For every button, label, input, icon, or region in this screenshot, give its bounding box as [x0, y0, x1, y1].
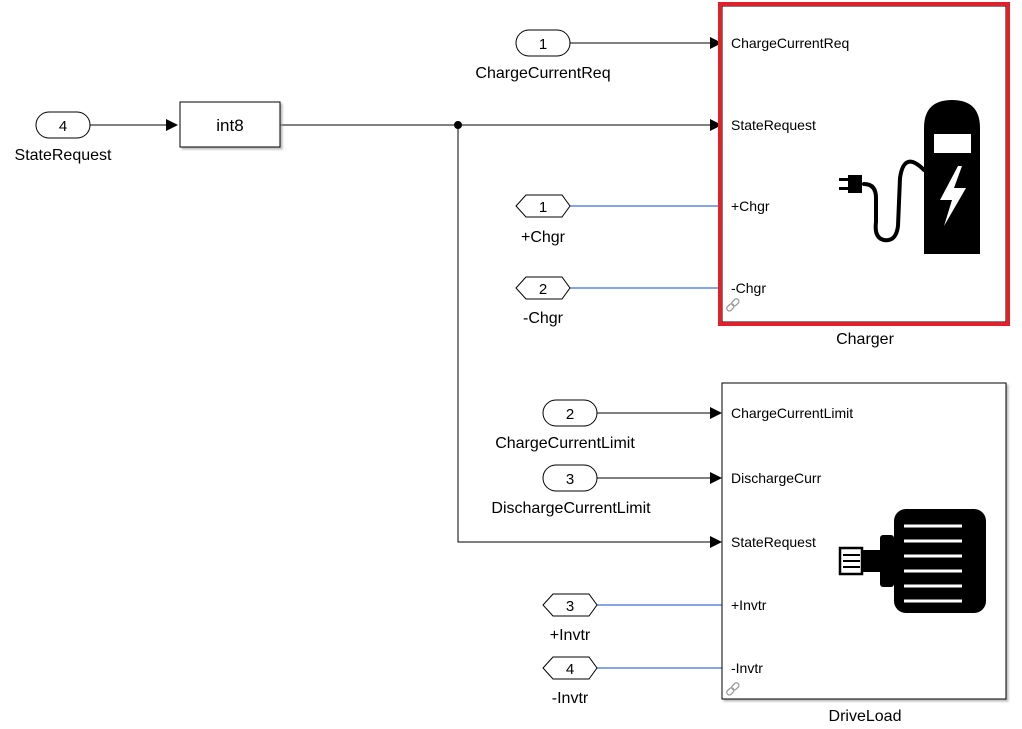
inport-number: 4	[59, 118, 67, 135]
arrowhead	[710, 37, 722, 49]
charger-block-name: Charger	[836, 331, 894, 348]
port-number: 3	[566, 598, 574, 615]
port-chargecurrentlimit: ChargeCurrentLimit	[731, 405, 853, 421]
library-link-icon	[726, 298, 740, 312]
port-label: +Chgr	[521, 229, 566, 246]
inport-label: StateRequest	[15, 147, 113, 164]
arrowhead	[710, 472, 722, 484]
arrowhead	[166, 119, 178, 131]
inport-2[interactable]: 2 ChargeCurrentLimit	[495, 399, 635, 452]
selection-outline	[718, 2, 1010, 326]
arrowhead	[710, 407, 722, 419]
port-dischargecurrentlimit: DischargeCurr	[731, 470, 822, 486]
inport-label: ChargeCurrentLimit	[495, 435, 635, 452]
library-link-icon	[726, 682, 740, 696]
arrowhead	[710, 536, 722, 548]
port-label: -Invtr	[552, 690, 589, 707]
arrowhead	[710, 119, 722, 131]
port-label: -Chgr	[523, 310, 564, 327]
signal-lines	[90, 42, 712, 543]
inport-label: ChargeCurrentReq	[475, 65, 610, 82]
inport-number: 1	[539, 36, 547, 53]
ev-charging-station-icon	[839, 100, 980, 254]
inport-4[interactable]: 4 StateRequest	[15, 111, 113, 164]
branch-point	[454, 121, 462, 129]
signal-arrows	[166, 37, 722, 548]
physical-lines	[570, 205, 729, 669]
port-label: +Invtr	[550, 627, 591, 644]
driveload-block-name: DriveLoad	[829, 708, 902, 725]
connection-port-4[interactable]: 4 -Invtr	[542, 656, 598, 707]
charger-block[interactable]: ChargeCurrentReq StateRequest +Chgr -Chg…	[718, 2, 1010, 348]
line-staterequest-branch[interactable]	[457, 125, 712, 543]
port-minus-chgr: -Chgr	[731, 280, 766, 296]
port-plus-invtr: +Invtr	[731, 597, 767, 613]
port-staterequest: StateRequest	[731, 534, 816, 550]
inport-number: 2	[566, 406, 574, 423]
convert-block-label: int8	[216, 116, 243, 135]
connection-port-1[interactable]: 1 +Chgr	[515, 194, 571, 246]
port-staterequest: StateRequest	[731, 117, 816, 133]
port-number: 1	[539, 199, 547, 216]
inport-1[interactable]: 1 ChargeCurrentReq	[475, 29, 611, 82]
int8-convert-block[interactable]: int8	[179, 101, 281, 148]
port-number: 4	[566, 661, 574, 678]
port-chargecurrentreq: ChargeCurrentReq	[731, 35, 849, 51]
connection-port-3[interactable]: 3 +Invtr	[542, 593, 598, 644]
driveload-block[interactable]: ChargeCurrentLimit DischargeCurr StateRe…	[721, 382, 1007, 725]
port-plus-chgr: +Chgr	[731, 198, 770, 214]
port-number: 2	[539, 281, 547, 298]
inport-label: DischargeCurrentLimit	[491, 500, 651, 517]
inport-3[interactable]: 3 DischargeCurrentLimit	[491, 464, 651, 517]
inport-number: 3	[566, 471, 574, 488]
connection-port-2[interactable]: 2 -Chgr	[515, 276, 571, 327]
electric-motor-icon	[838, 509, 986, 613]
port-minus-invtr: -Invtr	[731, 660, 763, 676]
